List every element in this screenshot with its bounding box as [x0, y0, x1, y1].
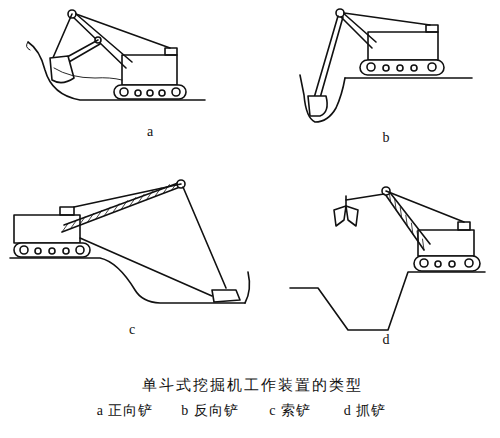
panel-label: c 索铲	[269, 403, 311, 420]
dragline	[10, 180, 249, 303]
panel-label: b	[383, 130, 390, 147]
clamshell	[290, 187, 485, 330]
panel-label: a	[147, 124, 153, 141]
front-shovel	[26, 10, 205, 100]
panel-label: b 反向铲	[181, 403, 239, 420]
panel-label: d 抓铲	[344, 403, 387, 420]
figure-caption: 单斗式挖掘机工作装置的类型	[142, 376, 363, 394]
backhoe	[300, 9, 472, 122]
panel-label: d	[383, 332, 390, 349]
panel-label: a 正向铲	[97, 403, 154, 420]
panel-label: c	[129, 322, 135, 339]
